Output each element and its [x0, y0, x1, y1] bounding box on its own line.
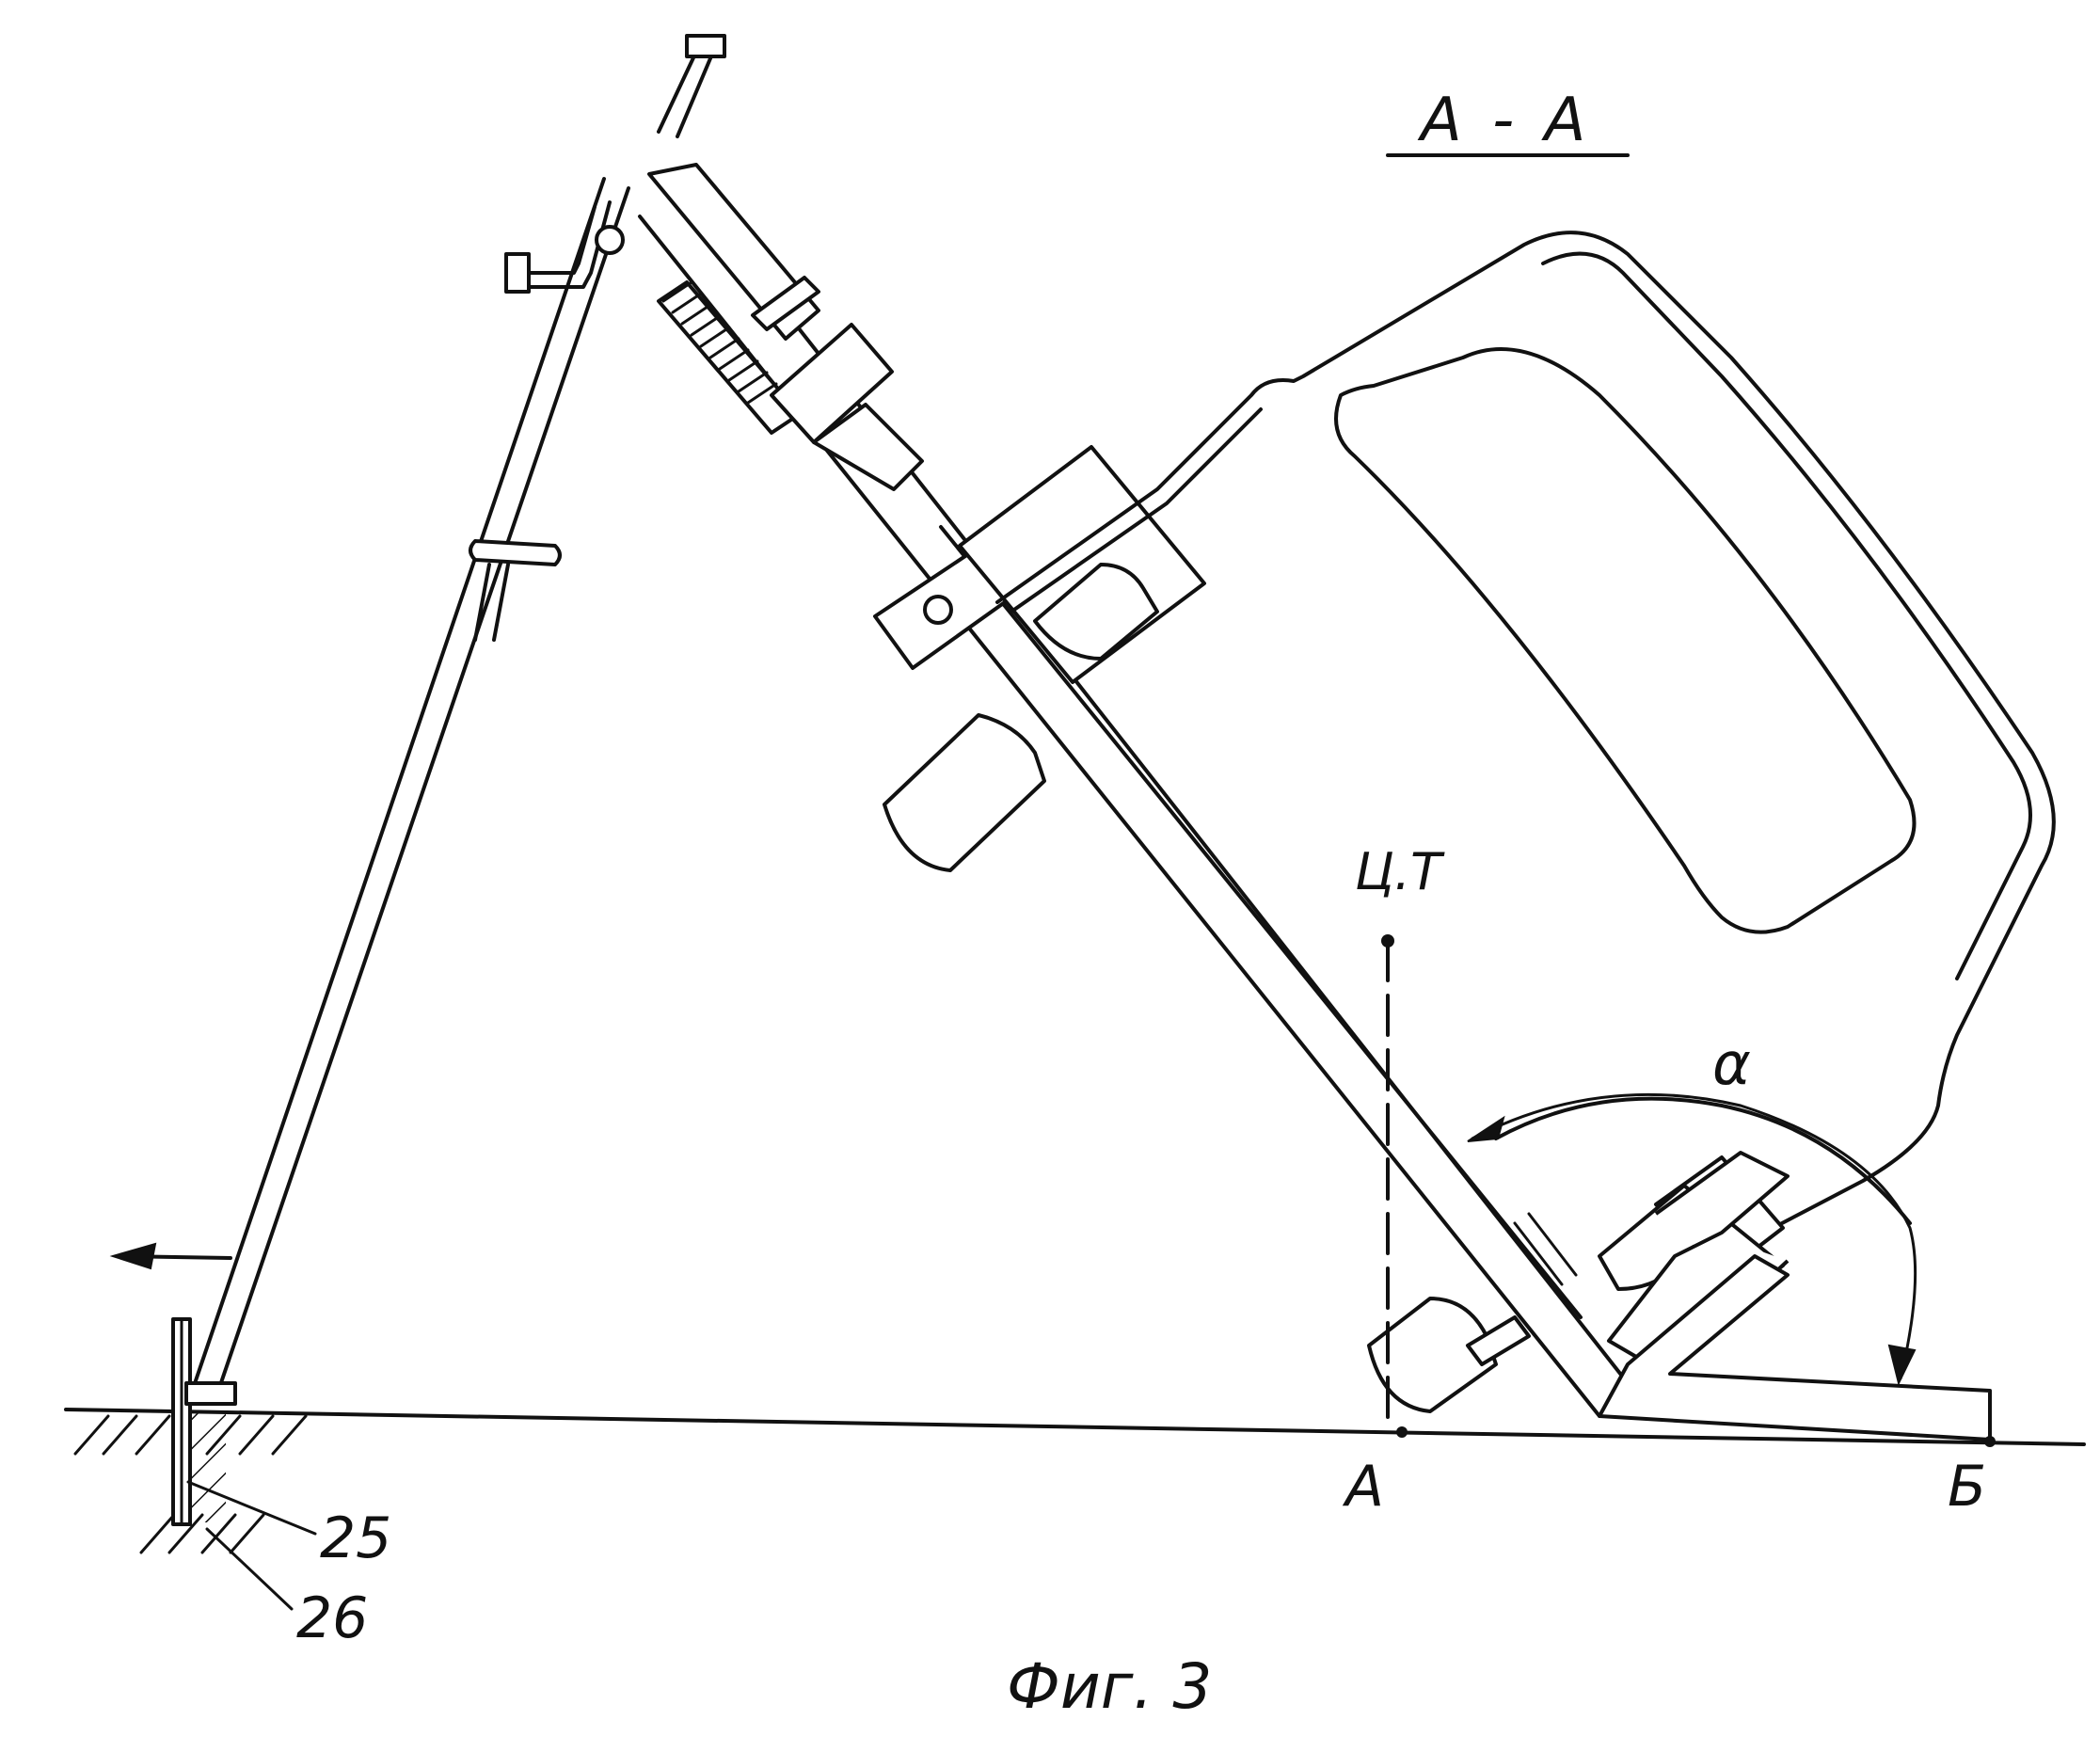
- point-b-label: Б: [1948, 1454, 1987, 1520]
- point-a-label: А: [1345, 1454, 1385, 1520]
- base-support: [1598, 1254, 1992, 1441]
- point-a-marker: [1396, 1426, 1408, 1438]
- leader-25: [186, 1480, 317, 1536]
- figure-caption: Фиг. 3: [1007, 1650, 1213, 1723]
- section-title: А - А: [1421, 86, 1592, 155]
- crank-handle: [504, 200, 625, 294]
- frame-beam: [638, 172, 1630, 1418]
- angle-arc: [1467, 1092, 1917, 1386]
- inclined-strut: [184, 34, 726, 1406]
- spring-mechanism: [647, 163, 924, 491]
- angle-label: α: [1712, 1029, 1751, 1098]
- reference-numeral-26: 26: [296, 1585, 369, 1651]
- drum-arc: [1494, 1096, 1912, 1225]
- center-of-gravity: [1381, 934, 1394, 1430]
- pull-arrow: [109, 1242, 232, 1270]
- point-b-marker: [1984, 1436, 1996, 1447]
- leader-26: [205, 1527, 294, 1611]
- tank-body: [995, 231, 2056, 1234]
- reference-numeral-25: 25: [320, 1505, 392, 1571]
- ground-line: [64, 1408, 2086, 1446]
- center-of-gravity-label: Ц.Т: [1355, 842, 1442, 901]
